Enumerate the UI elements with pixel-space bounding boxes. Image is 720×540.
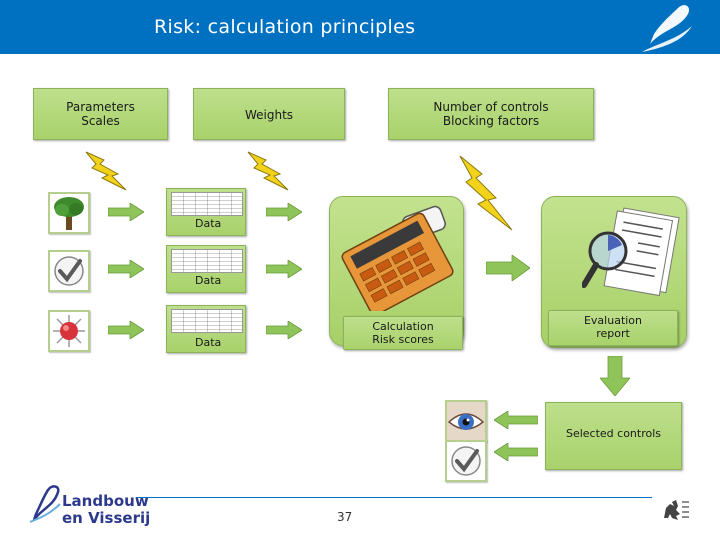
- header-bar: Risk: calculation principles: [0, 0, 720, 54]
- parameters-label: Parameters: [66, 100, 135, 114]
- eye-tile: [445, 400, 487, 442]
- spreadsheet-thumbnail: [171, 192, 243, 216]
- calculation-label: Calculation: [372, 320, 434, 333]
- lightning-bolt-icon: [459, 155, 513, 231]
- brand-swirl-icon: [642, 5, 692, 52]
- scales-label: Scales: [81, 114, 120, 128]
- calculation-label-box: Calculation Risk scores: [343, 316, 463, 350]
- arrow-right-icon: [266, 260, 302, 278]
- evaluation-label: Evaluation: [583, 314, 643, 327]
- data-box: Data: [166, 305, 246, 353]
- risk-scores-label: Risk scores: [372, 333, 434, 346]
- lightning-bolt-icon: [85, 151, 127, 191]
- arrow-left-icon: [494, 411, 538, 429]
- selected-controls-box: Selected controls: [545, 402, 682, 470]
- virus-icon: [53, 315, 85, 347]
- arrow-right-icon: [266, 321, 302, 339]
- brand-name: Landbouw en Visserij: [62, 493, 150, 527]
- brand-line-1: Landbouw: [62, 492, 149, 510]
- parameters-box: Parameters Scales: [33, 88, 168, 140]
- landbouw-logo-icon: [29, 485, 61, 523]
- data-box: Data: [166, 245, 246, 293]
- arrow-right-icon: [108, 260, 144, 278]
- selected-controls-label: Selected controls: [565, 427, 662, 440]
- flanders-lion-icon: [664, 500, 689, 520]
- spreadsheet-thumbnail: [171, 309, 243, 333]
- evaluation-label-box: Evaluation report: [548, 310, 678, 346]
- footer-divider: [136, 497, 652, 498]
- lightning-bolt-icon: [247, 151, 289, 191]
- spreadsheet-thumbnail: [171, 249, 243, 273]
- arrow-right-icon: [108, 203, 144, 221]
- check-tile: [48, 250, 90, 292]
- weights-box: Weights: [193, 88, 345, 140]
- data-label: Data: [195, 217, 222, 230]
- arrow-right-icon: [486, 255, 530, 281]
- data-label: Data: [195, 274, 222, 287]
- eye-icon: [447, 402, 485, 440]
- report-magnifier-icon: [582, 207, 680, 297]
- tree-tile: [48, 192, 90, 234]
- number-of-controls-label: Number of controls: [433, 100, 549, 114]
- blocking-factors-label: Blocking factors: [442, 114, 540, 128]
- page-title: Risk: calculation principles: [154, 16, 416, 38]
- report-label: report: [596, 327, 630, 340]
- checkmark-icon: [54, 256, 84, 286]
- brand-line-2: en Visserij: [62, 509, 151, 527]
- data-label: Data: [195, 336, 222, 349]
- check-tile: [445, 440, 487, 482]
- tree-icon: [54, 197, 84, 230]
- arrow-right-icon: [108, 321, 144, 339]
- virus-tile: [48, 310, 90, 352]
- arrow-left-icon: [494, 443, 538, 461]
- controls-box: Number of controls Blocking factors: [388, 88, 594, 140]
- weights-label: Weights: [244, 108, 294, 122]
- data-box: Data: [166, 188, 246, 236]
- checkmark-icon: [451, 446, 481, 476]
- arrow-right-icon: [266, 203, 302, 221]
- calculator-icon: [341, 205, 454, 311]
- page-number: 37: [337, 510, 353, 524]
- arrow-down-icon: [600, 356, 630, 396]
